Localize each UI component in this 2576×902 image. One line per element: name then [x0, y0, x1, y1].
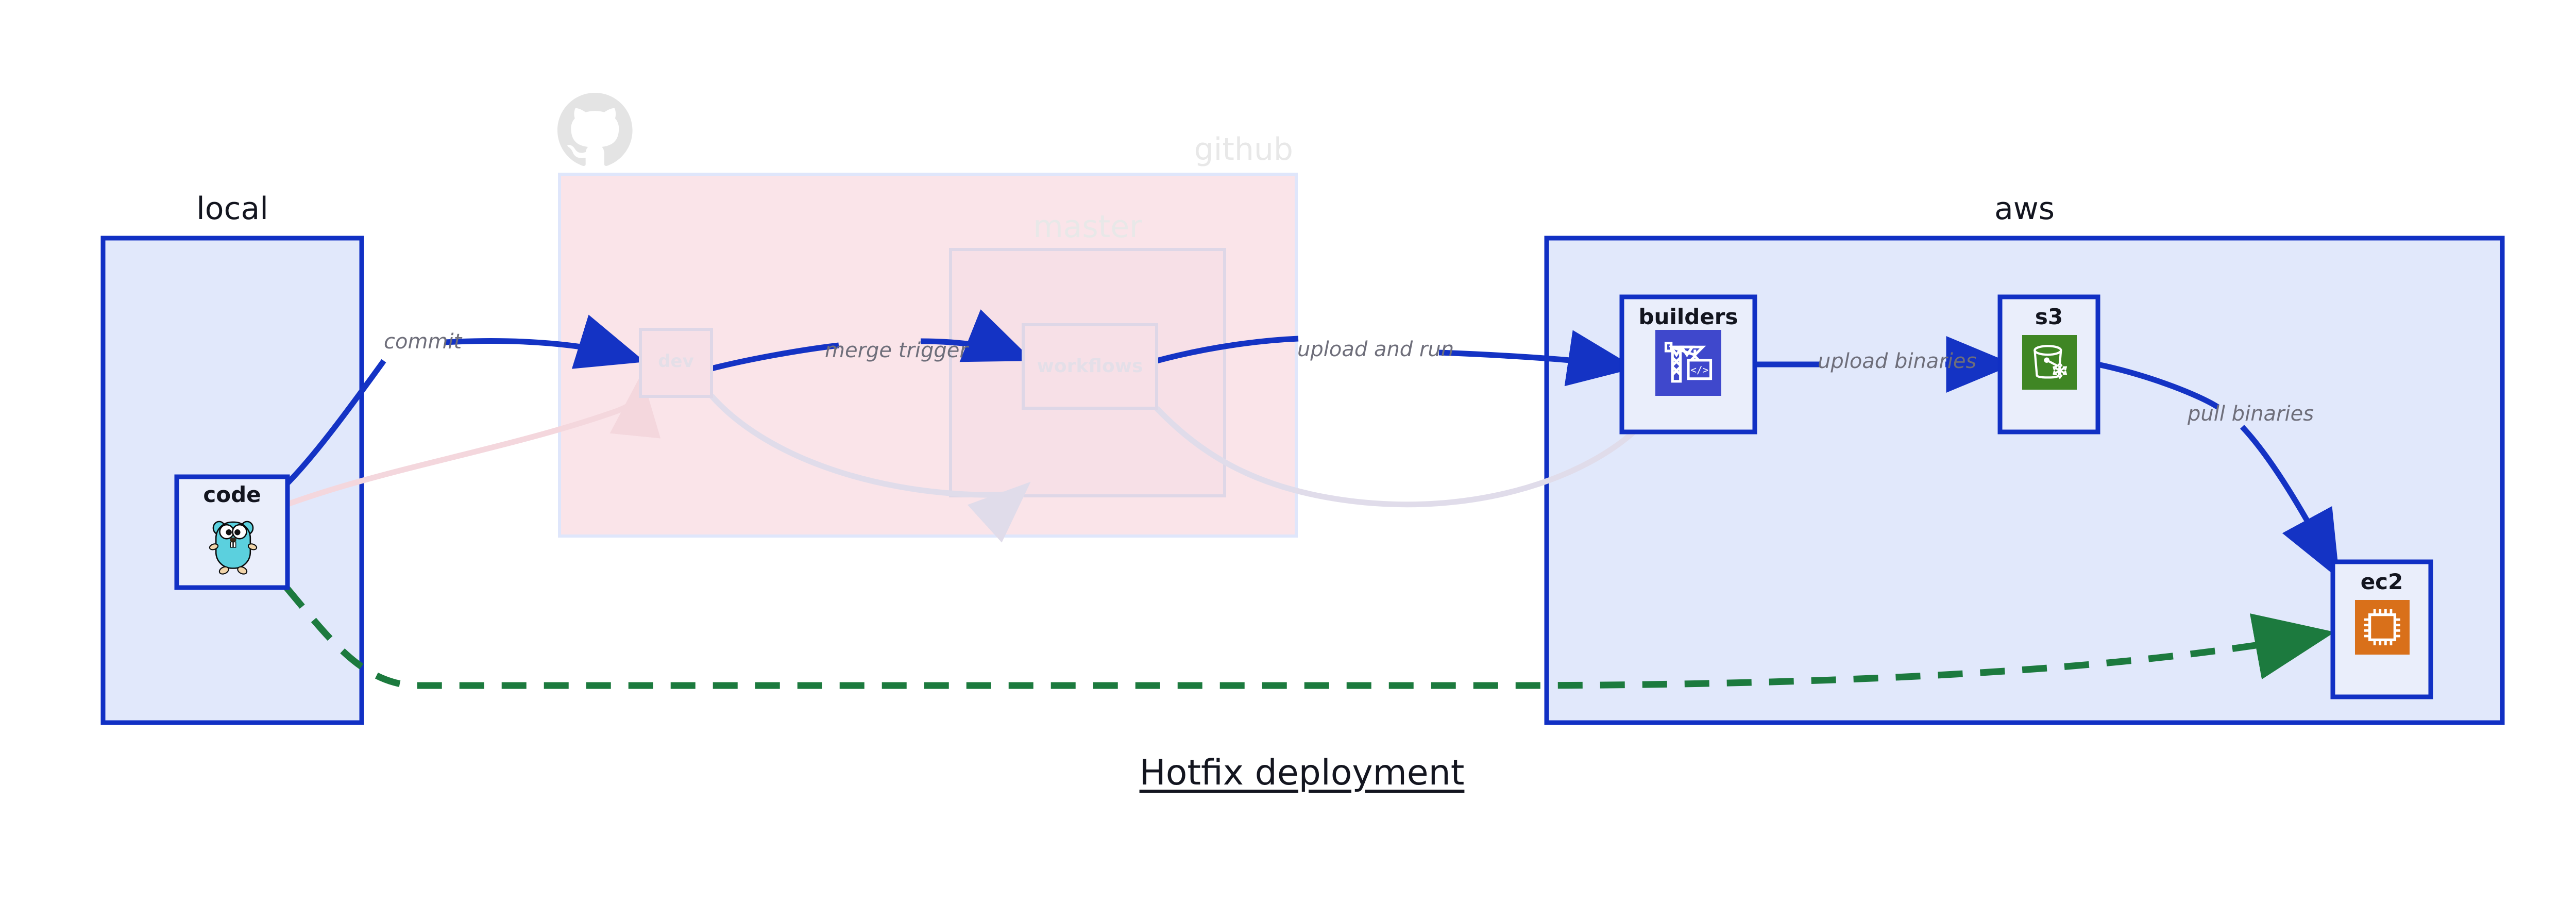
node-label-builders: builders [1638, 304, 1738, 329]
edge-faded-dev-workflows [709, 394, 1031, 543]
edge-merge-trigger-seg2 [920, 309, 1033, 362]
edge-faded-code-dev [251, 374, 661, 521]
edge-commit-seg1 [276, 359, 386, 495]
node-label-ec2: ec2 [2360, 569, 2403, 594]
svg-text:</>: </> [1690, 364, 1708, 376]
edge-pull-binaries-seg2 [2240, 425, 2340, 580]
edge-label-upload-and-run: upload and run [1297, 338, 1454, 361]
cluster-label-master: master [1033, 209, 1142, 245]
edge-hotfix-direct [284, 585, 2335, 689]
cluster-label-local: local [196, 191, 268, 227]
aws-s3-glacier-icon [2022, 335, 2077, 390]
edge-merge-trigger-seg1 [710, 342, 839, 372]
node-label-code: code [203, 482, 261, 507]
node-label-s3: s3 [2035, 304, 2063, 329]
edge-upload-and-run-seg2 [1438, 330, 1636, 387]
node-label-workflows: workflows [1037, 356, 1143, 377]
aws-codebuild-icon: </> [1655, 330, 1721, 396]
edge-commit-seg2 [444, 314, 646, 369]
edge-label-upload-binaries: upload binaries [1818, 349, 1977, 373]
node-workflows-box[interactable] [1022, 323, 1158, 410]
edge-label-merge-trigger: merge trigger [825, 339, 968, 362]
diagram-title: Hotfix deployment [1139, 753, 1465, 793]
go-gopher-icon [206, 510, 260, 575]
edge-faded-workflows-out [1155, 406, 1640, 508]
node-dev-box[interactable] [639, 328, 713, 398]
edge-label-commit: commit [384, 330, 462, 354]
cluster-label-github: github [1194, 131, 1293, 168]
node-label-dev: dev [658, 351, 694, 372]
edge-upload-and-run-seg1 [1156, 336, 1299, 364]
edge-pull-binaries-seg1 [2097, 361, 2220, 410]
edge-label-pull-binaries: pull binaries [2188, 402, 2314, 426]
aws-ec2-icon [2355, 600, 2410, 655]
cluster-label-aws: aws [1994, 191, 2055, 227]
github-cat-icon [557, 93, 633, 166]
